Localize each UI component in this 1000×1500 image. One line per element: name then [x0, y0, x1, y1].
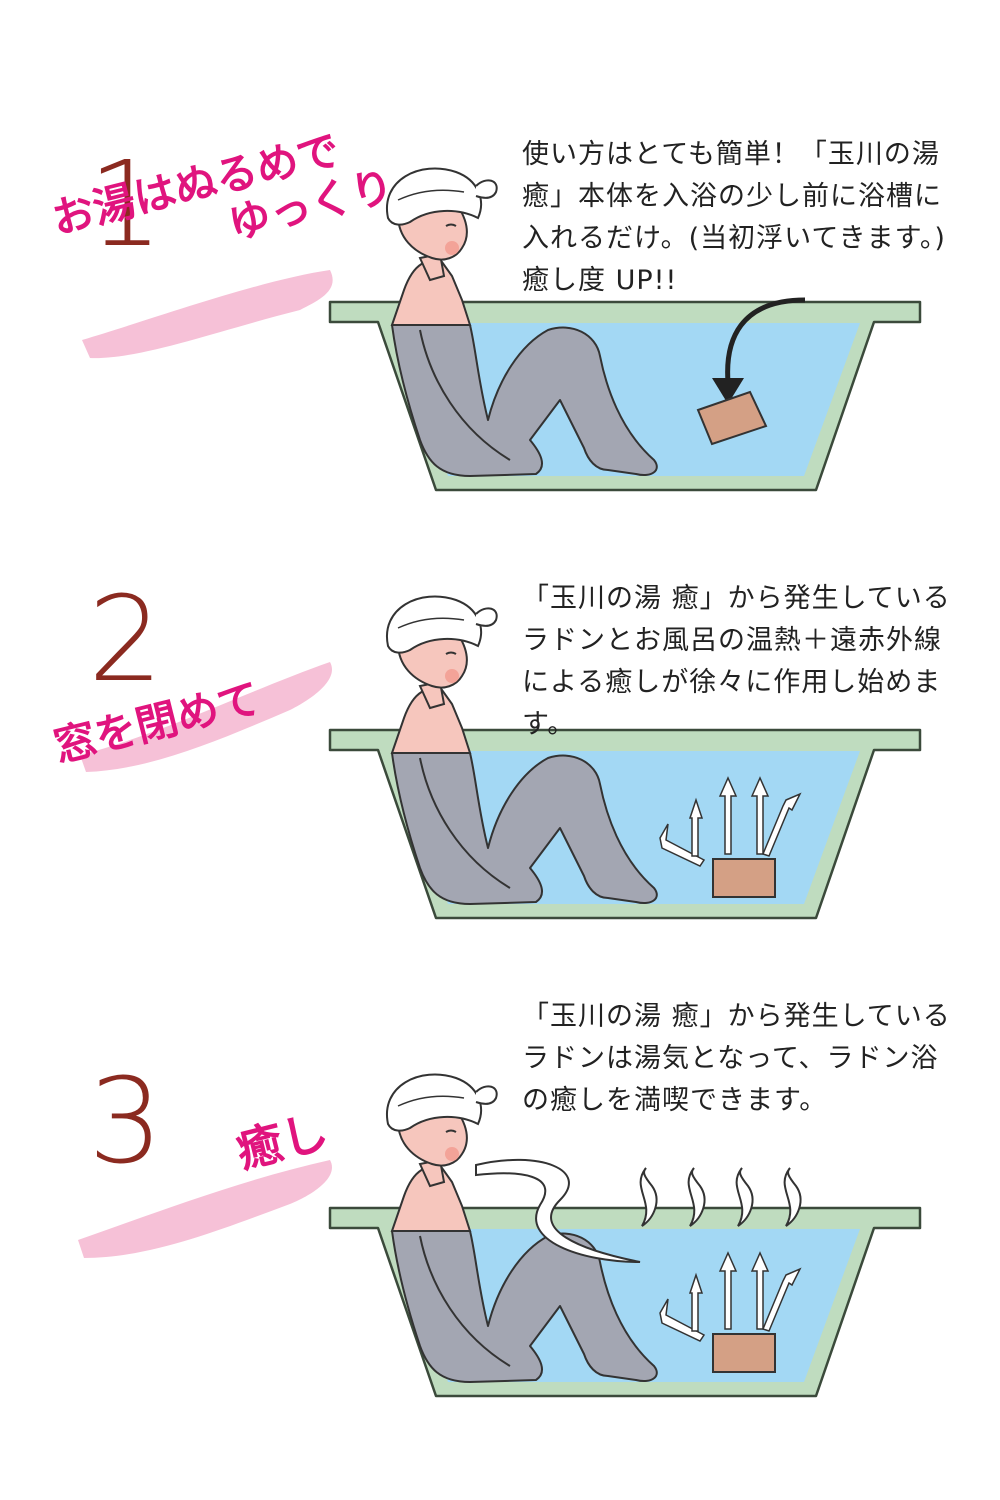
- caption-line: す。: [522, 709, 576, 740]
- step-3: 3 癒し 「玉川の湯 癒」から発生している ラドンは湯気となって、ラドン浴 の癒…: [0, 0, 1000, 1398]
- brush-stroke: [82, 270, 333, 359]
- step-caption: 「玉川の湯 癒」から発生している ラドンは湯気となって、ラドン浴 の癒しを満喫で…: [522, 996, 962, 1122]
- caption-line: 「玉川の湯 癒」から発生している: [522, 1001, 951, 1032]
- caption-line: の癒しを満喫できます。: [522, 1085, 828, 1116]
- caption-line: による癒しが徐々に作用し始めま: [522, 667, 942, 698]
- caption-line: ラドンは湯気となって、ラドン浴: [522, 1043, 939, 1074]
- caption-line: 「玉川の湯 癒」から発生している: [522, 583, 951, 614]
- caption-line: 入れるだけ。(当初浮いてきます。): [522, 223, 946, 254]
- radon-stone: [696, 390, 768, 446]
- steam-wisps: [639, 1167, 802, 1227]
- caption-line: ラドンとお風呂の温熱＋遠赤外線: [522, 625, 942, 656]
- drop-arrow-head: [712, 378, 744, 404]
- step-caption: 使い方はとても簡単！「玉川の湯 癒」本体を入浴の少し前に浴槽に 入れるだけ。(当…: [522, 134, 962, 302]
- step-2-illustration: [80, 595, 922, 920]
- step-number: 3: [88, 1052, 164, 1190]
- step-number: 1: [88, 135, 164, 273]
- drop-arrow: [725, 297, 806, 383]
- brush-stroke: [78, 1160, 332, 1258]
- caption-line: 癒し度 UP!!: [522, 265, 678, 296]
- brush-stroke: [80, 662, 332, 772]
- step-1: 1 お湯はぬるめで ゆっくり 使い方はとても簡単！「玉川の湯 癒」本体を入浴の少…: [0, 0, 1000, 500]
- step-1-illustration: [82, 167, 922, 492]
- step-2: 2 窓を閉めて 「玉川の湯 癒」から発生している ラドンとお風呂の温熱＋遠赤外線…: [0, 0, 1000, 920]
- radon-stone: [712, 1333, 776, 1373]
- step-number: 2: [88, 570, 164, 708]
- caption-line: 癒」本体を入浴の少し前に浴槽に: [522, 181, 942, 212]
- caption-line: 使い方はとても簡単！「玉川の湯: [522, 139, 940, 170]
- step-caption: 「玉川の湯 癒」から発生している ラドンとお風呂の温熱＋遠赤外線 による癒しが徐…: [522, 578, 962, 746]
- breath-vapor: [475, 1158, 641, 1263]
